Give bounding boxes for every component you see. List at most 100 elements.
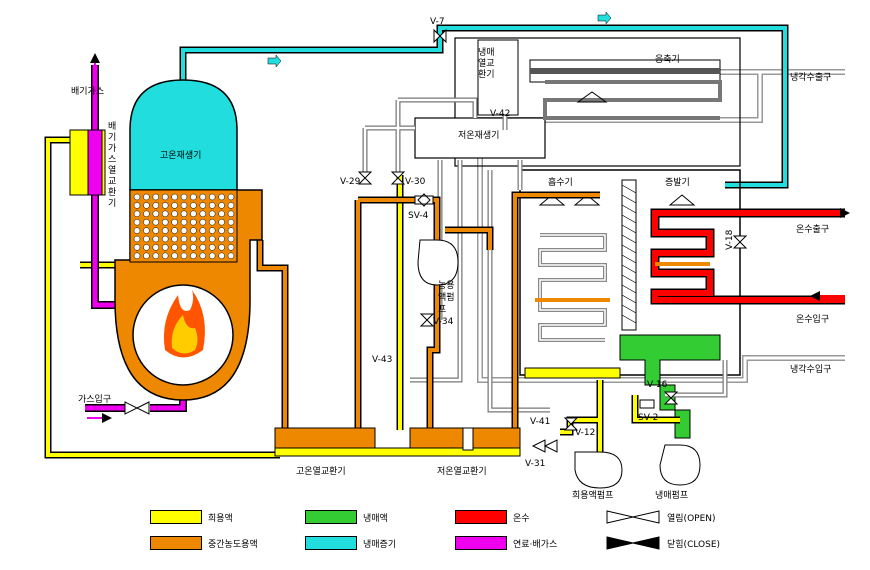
v41-label: V-41	[530, 417, 550, 427]
dilute-pump-label: 희용액펌프	[572, 489, 613, 501]
tube	[218, 218, 225, 226]
tube	[199, 193, 207, 201]
tube	[218, 235, 225, 243]
hp-generator	[114, 79, 263, 401]
sv2-label: SV-2	[638, 413, 658, 423]
tube	[199, 252, 207, 260]
tube	[190, 202, 197, 209]
tube	[180, 193, 188, 201]
hp-generator-tubes	[133, 193, 235, 260]
legend-label: 냉매증기	[363, 539, 397, 550]
tube	[133, 218, 141, 226]
refrig-hx	[477, 39, 519, 116]
tube	[133, 193, 141, 201]
tube	[208, 218, 216, 226]
legend: 희용액 냉매액 온수 열림(OPEN) 중간농도용액 냉매증기 연료·배가스 닫…	[150, 508, 750, 558]
legend-fuel: 연료·배가스	[455, 534, 557, 552]
tube	[143, 193, 150, 201]
v16-label: V-16	[647, 380, 668, 390]
refrig-hx-label: 냉매열교환기	[478, 48, 495, 80]
tube	[143, 244, 150, 251]
absorber-sump	[524, 367, 621, 379]
tube	[227, 202, 235, 209]
lt-hx-label: 저온열교환기	[437, 465, 487, 477]
valve-v12[interactable]	[563, 417, 579, 431]
valve-v30[interactable]	[390, 171, 406, 185]
tube	[208, 235, 216, 243]
lp-generator-label: 저온재생기	[458, 130, 499, 141]
tube	[190, 227, 197, 234]
absorber-spray	[538, 194, 601, 206]
evaporator-tray	[655, 262, 710, 266]
heat-exchangers	[274, 427, 521, 457]
valve-open-icon	[606, 510, 660, 524]
tube	[208, 252, 216, 260]
tube	[161, 227, 169, 234]
tube	[190, 218, 197, 226]
valve-v16[interactable]	[663, 391, 679, 405]
exhaust-hx-core	[87, 129, 103, 196]
tube	[208, 193, 216, 201]
tube	[180, 235, 188, 243]
valve-v29[interactable]	[357, 171, 373, 185]
v42-label: V-42	[490, 109, 510, 119]
tube	[171, 218, 178, 226]
absorber-label: 흡수기	[548, 176, 573, 188]
valve-gas-inlet[interactable]	[124, 401, 150, 415]
tube	[227, 193, 235, 201]
tube	[143, 218, 150, 226]
cooling-water-out-label: 냉각수출구	[790, 71, 831, 83]
valve-v34[interactable]	[419, 313, 435, 327]
exhaust-hx-label: 배기가스열교환기	[108, 122, 117, 209]
tube	[180, 252, 188, 260]
tube	[133, 235, 141, 243]
refrig-pump	[659, 444, 701, 486]
valve-sv2[interactable]	[639, 399, 655, 409]
evaporator-label: 증발기	[665, 177, 690, 188]
tube	[133, 227, 141, 234]
tube	[227, 244, 235, 251]
tube	[143, 202, 150, 209]
tube	[152, 252, 160, 260]
tube	[161, 202, 169, 209]
tube	[190, 235, 197, 243]
legend-label: 중간농도용액	[208, 539, 258, 550]
tube	[171, 193, 178, 201]
tube	[180, 244, 188, 251]
tube	[171, 202, 178, 209]
tube	[227, 227, 235, 234]
tube	[218, 227, 225, 234]
eliminator	[621, 179, 637, 331]
tube	[199, 227, 207, 234]
gas-inlet-label: 가스입구	[78, 393, 111, 405]
tube	[199, 202, 207, 209]
tube	[152, 218, 160, 226]
legend-label: 닫힘(CLOSE)	[667, 539, 721, 550]
legend-valve-open: 열림(OPEN)	[605, 508, 716, 526]
valve-sv4[interactable]	[414, 193, 434, 207]
tube	[199, 218, 207, 226]
v12-label: V-12	[575, 428, 595, 438]
valve-v31[interactable]	[531, 439, 558, 453]
tube	[152, 235, 160, 243]
hp-generator-label: 고온재생기	[160, 150, 201, 161]
tube	[171, 244, 178, 251]
conc-pump-label: 농용액펌프	[438, 281, 455, 315]
tube	[227, 210, 235, 218]
valve-closed-icon	[606, 536, 660, 550]
valve-v18[interactable]	[732, 235, 748, 249]
v31-label: V-31	[525, 459, 545, 469]
v30-label: V-30	[405, 177, 426, 187]
tube	[161, 218, 169, 226]
v7-label: V-7	[430, 17, 445, 27]
legend-label: 희용액	[208, 513, 233, 524]
tube	[208, 227, 216, 234]
lp-generator-box	[414, 117, 546, 159]
sv4-label: SV-4	[408, 211, 429, 221]
tube	[161, 252, 169, 260]
absorber-evaporator-shell	[519, 169, 741, 376]
valve-v7[interactable]	[433, 28, 447, 44]
tube	[218, 210, 225, 218]
legend-refrig-liquid: 냉매액	[305, 508, 388, 526]
